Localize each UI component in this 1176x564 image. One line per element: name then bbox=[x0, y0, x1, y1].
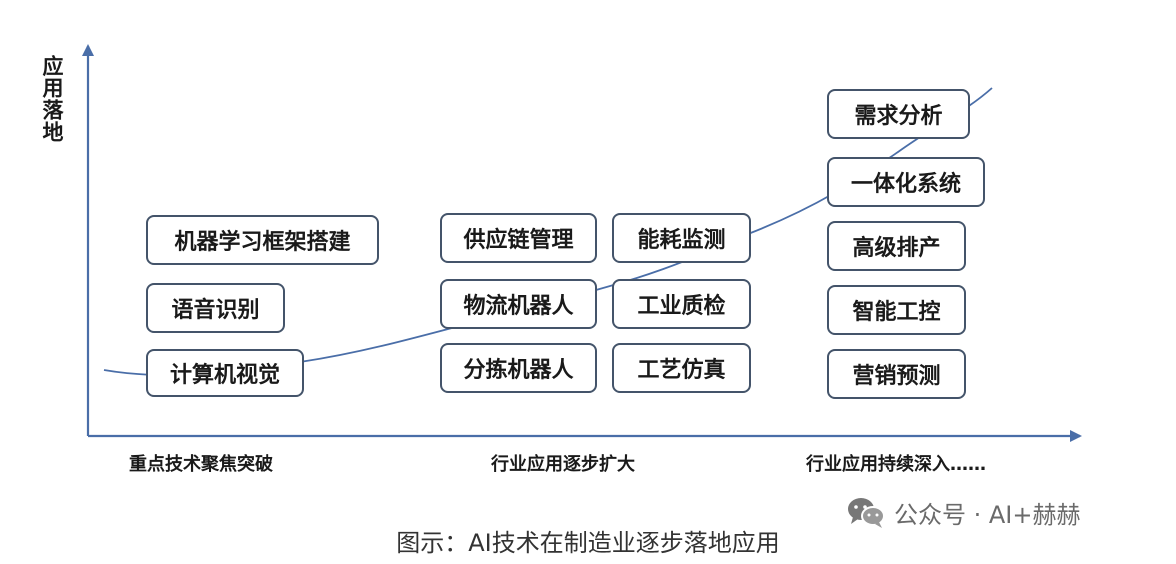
box-intelligent-control: 智能工控 bbox=[827, 285, 966, 335]
stage-label-2: 行业应用逐步扩大 bbox=[491, 454, 635, 475]
box-ml-framework: 机器学习框架搭建 bbox=[146, 215, 379, 265]
box-sorting-robot: 分拣机器人 bbox=[440, 343, 597, 393]
box-process-simulation: 工艺仿真 bbox=[612, 343, 751, 393]
figure-caption: 图示：AI技术在制造业逐步落地应用 bbox=[396, 529, 780, 557]
box-energy-monitoring: 能耗监测 bbox=[612, 213, 751, 263]
box-demand-analysis: 需求分析 bbox=[827, 89, 970, 139]
wechat-icon bbox=[848, 498, 885, 528]
box-computer-vision: 计算机视觉 bbox=[146, 349, 304, 397]
box-advanced-scheduling: 高级排产 bbox=[827, 221, 966, 271]
box-logistics-robot: 物流机器人 bbox=[440, 279, 597, 329]
box-supply-chain: 供应链管理 bbox=[440, 213, 597, 263]
y-axis-label: 应用落地 bbox=[40, 55, 64, 143]
watermark: 公众号 · AI+赫赫 bbox=[846, 494, 1081, 530]
box-speech-recognition: 语音识别 bbox=[146, 283, 285, 333]
stage-label-1: 重点技术聚焦突破 bbox=[129, 454, 273, 475]
stage-label-3: 行业应用持续深入…… bbox=[806, 454, 986, 475]
watermark-text: 公众号 · AI+赫赫 bbox=[894, 500, 1081, 529]
box-integrated-system: 一体化系统 bbox=[827, 157, 985, 207]
box-marketing-forecast: 营销预测 bbox=[827, 349, 966, 399]
box-quality-inspection: 工业质检 bbox=[612, 279, 751, 329]
